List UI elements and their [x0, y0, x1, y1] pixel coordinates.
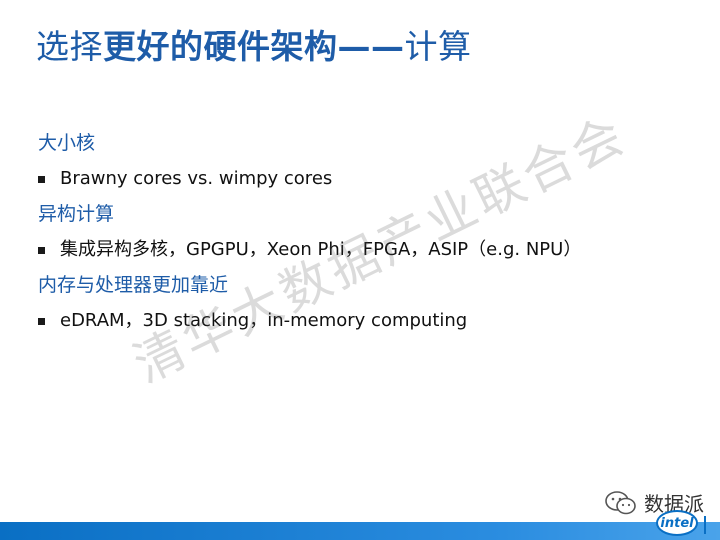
- section-heading: 内存与处理器更加靠近: [38, 274, 229, 296]
- wechat-icon: [605, 490, 636, 514]
- bullet-text: eDRAM，3D stacking，in-memory computing: [60, 310, 468, 331]
- bullet-item: 集成异构多核，GPGPU，Xeon Phi，FPGA，ASIP（e.g. NPU…: [38, 230, 698, 270]
- slide-title: 选择更好的硬件架构——计算: [36, 20, 472, 68]
- section-big-little-cores: 大小核 Brawny cores vs. wimpy cores: [38, 128, 698, 199]
- section-heading: 大小核: [38, 132, 96, 154]
- slide-content: 大小核 Brawny cores vs. wimpy cores 异构计算 集成…: [38, 128, 698, 341]
- title-part-1: 选择: [36, 27, 103, 66]
- logo-divider: [704, 516, 706, 534]
- bullet-text: Brawny cores vs. wimpy cores: [60, 168, 333, 189]
- bullet-square-icon: [38, 176, 45, 183]
- bullet-square-icon: [38, 247, 45, 254]
- intel-logo: intel: [656, 510, 698, 536]
- section-memory: 内存与处理器更加靠近 eDRAM，3D stacking，in-memory c…: [38, 270, 698, 341]
- title-part-3: 计算: [404, 27, 472, 66]
- title-part-2: 更好的硬件架构——: [103, 27, 405, 66]
- bullet-text: 集成异构多核，GPGPU，Xeon Phi，FPGA，ASIP（e.g. NPU…: [60, 239, 582, 260]
- bullet-item: eDRAM，3D stacking，in-memory computing: [38, 301, 698, 341]
- section-heterogeneous: 异构计算 集成异构多核，GPGPU，Xeon Phi，FPGA，ASIP（e.g…: [38, 199, 698, 270]
- bullet-square-icon: [38, 318, 45, 325]
- bullet-item: Brawny cores vs. wimpy cores: [38, 159, 698, 199]
- footer-bar: [0, 522, 720, 540]
- section-heading: 异构计算: [38, 203, 115, 225]
